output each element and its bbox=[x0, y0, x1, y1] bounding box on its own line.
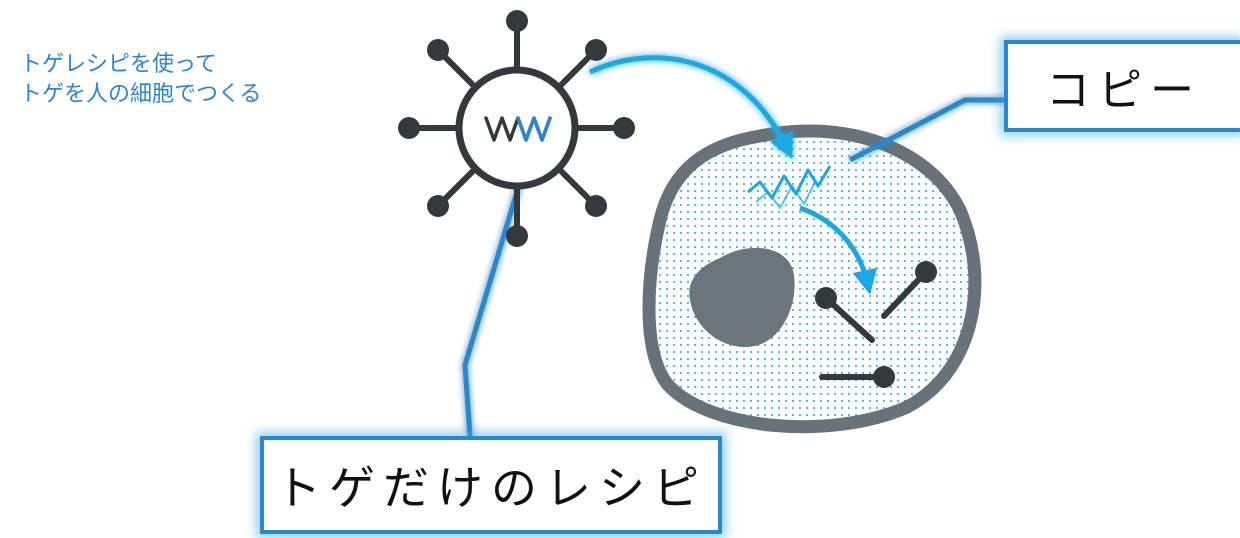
injection-arrow bbox=[588, 55, 793, 160]
spike-proteins bbox=[815, 261, 937, 388]
spike-recipe-label-box: トゲだけのレシピ bbox=[260, 436, 722, 534]
cell-membrane bbox=[642, 124, 982, 434]
virus-icon bbox=[398, 10, 635, 247]
cell-mrna-wave-icon bbox=[747, 165, 832, 200]
nucleus-icon bbox=[689, 247, 795, 347]
caption-line-1: トゲレシピを使って bbox=[20, 52, 217, 77]
caption: トゲレシピを使って トゲを人の細胞でつくる bbox=[20, 50, 262, 110]
recipe-connector-line bbox=[462, 181, 523, 437]
copy-label-box: コピー bbox=[1004, 40, 1240, 132]
caption-line-2: トゲを人の細胞でつくる bbox=[20, 82, 262, 107]
copy-connector-line bbox=[848, 97, 1004, 163]
copy-label: コピー bbox=[1046, 65, 1202, 116]
cell-icon bbox=[642, 124, 982, 434]
translation-arrow bbox=[799, 205, 878, 295]
spike-recipe-label: トゲだけのレシピ bbox=[275, 461, 707, 515]
